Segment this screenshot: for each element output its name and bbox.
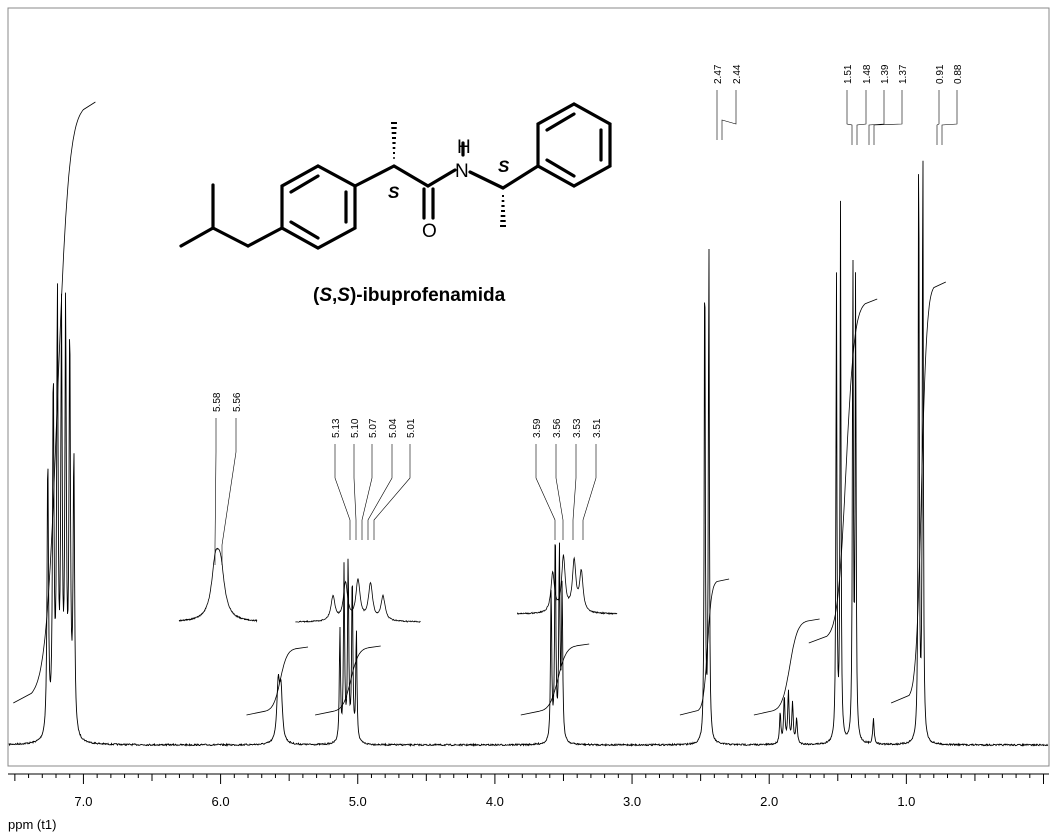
peak-leader-line bbox=[721, 90, 737, 140]
bond bbox=[468, 170, 505, 190]
inset-layer bbox=[178, 547, 618, 623]
hashed-wedge-methyl-2 bbox=[500, 195, 506, 227]
peak-leader-line bbox=[373, 444, 411, 540]
x-tick-label: 6.0 bbox=[212, 794, 230, 809]
integral-curve-1 bbox=[246, 646, 309, 716]
bond bbox=[501, 164, 540, 190]
x-tick-label: 5.0 bbox=[349, 794, 367, 809]
peak-leader-line bbox=[572, 444, 577, 540]
x-tick-label: 3.0 bbox=[623, 794, 641, 809]
bond bbox=[353, 164, 396, 188]
bond bbox=[426, 168, 457, 188]
peak-label: 1.39 bbox=[880, 64, 891, 84]
ring-double-bond bbox=[289, 174, 320, 194]
bond bbox=[392, 164, 430, 188]
peak-label: 0.88 bbox=[953, 64, 964, 84]
peak-label-layer: 5.58 5.56 5.13 5.10 5.07 5.04 5.01 3.59 3.56 3.53… bbox=[212, 64, 964, 565]
inset-multiplet-2 bbox=[517, 554, 618, 615]
peak-leader-line bbox=[856, 90, 867, 145]
peak-label: 5.13 bbox=[331, 418, 342, 438]
peak-leader-line bbox=[361, 444, 373, 540]
benzene-ring bbox=[280, 164, 357, 250]
integral-curve-0 bbox=[13, 101, 96, 704]
integral-curve-2 bbox=[315, 645, 381, 716]
peak-label: 5.01 bbox=[406, 418, 417, 438]
bond bbox=[246, 226, 284, 248]
peak-leader-line bbox=[868, 90, 885, 145]
inset-multiplet-0 bbox=[178, 547, 258, 623]
peak-label: 5.58 bbox=[212, 392, 223, 412]
peak-leader-line bbox=[353, 444, 357, 540]
integral-curve-5 bbox=[753, 618, 820, 716]
peak-leader-line bbox=[214, 418, 217, 565]
spectrum-trace bbox=[8, 160, 1049, 747]
ring-double-bond bbox=[545, 158, 576, 178]
phenyl-ring bbox=[536, 102, 612, 188]
peak-leader-line bbox=[873, 90, 903, 145]
peak-leader-line bbox=[936, 90, 940, 145]
inset-multiplet-1 bbox=[295, 578, 421, 623]
x-axis: 7.0 6.0 5.0 4.0 3.0 2.0 1.0 bbox=[8, 773, 1049, 809]
x-tick-label: 4.0 bbox=[486, 794, 504, 809]
integral-curve-6 bbox=[808, 298, 878, 644]
peak-leader-line bbox=[846, 90, 853, 145]
molecule-structure: N H O S S (S,S)-ibuprofenamida bbox=[179, 102, 612, 306]
stereo-label-s1: S bbox=[388, 183, 400, 202]
peak-label: 3.53 bbox=[572, 418, 583, 438]
peak-label: 3.59 bbox=[532, 418, 543, 438]
bond bbox=[211, 226, 250, 248]
integral-layer bbox=[13, 101, 946, 716]
plot-frame bbox=[7, 7, 1050, 767]
peak-label: 3.51 bbox=[592, 418, 603, 438]
peak-label: 1.37 bbox=[898, 64, 909, 84]
atom-label-H: H bbox=[457, 137, 471, 158]
peak-leader-line bbox=[555, 444, 564, 540]
ring-double-bond bbox=[545, 112, 576, 132]
peak-label: 0.91 bbox=[935, 64, 946, 84]
peak-label: 3.56 bbox=[552, 418, 563, 438]
peak-label: 5.10 bbox=[350, 418, 361, 438]
atom-label-O: O bbox=[422, 221, 437, 242]
compound-name: (S,S)-ibuprofenamida bbox=[313, 285, 506, 306]
peak-leader-line bbox=[334, 444, 351, 540]
peak-label: 1.51 bbox=[843, 64, 854, 84]
integral-curve-7 bbox=[890, 281, 946, 704]
peak-label: 5.07 bbox=[368, 418, 379, 438]
peak-leader-line bbox=[535, 444, 556, 540]
peak-label: 1.48 bbox=[862, 64, 873, 84]
bond bbox=[179, 226, 215, 248]
peak-label: 5.04 bbox=[388, 418, 399, 438]
spectrum-layer bbox=[8, 160, 1049, 747]
peak-label: 2.44 bbox=[732, 64, 743, 84]
peak-label: 5.56 bbox=[232, 392, 243, 412]
peak-leader-line bbox=[367, 444, 393, 540]
peak-leader-line bbox=[221, 418, 237, 565]
integral-curve-4 bbox=[679, 578, 730, 716]
hashed-wedge-methyl-1 bbox=[391, 122, 397, 159]
stereo-label-s2: S bbox=[498, 157, 510, 176]
x-tick-label: 2.0 bbox=[760, 794, 778, 809]
peak-leader-line bbox=[582, 444, 597, 540]
integral-curve-3 bbox=[520, 643, 590, 716]
x-axis-label: ppm (t1) bbox=[8, 817, 56, 832]
ring-double-bond bbox=[289, 220, 320, 240]
peak-leader-line bbox=[941, 90, 958, 145]
peak-label: 2.47 bbox=[713, 64, 724, 84]
x-tick-label: 1.0 bbox=[897, 794, 915, 809]
x-tick-label: 7.0 bbox=[74, 794, 92, 809]
atom-label-N: N bbox=[455, 161, 469, 182]
